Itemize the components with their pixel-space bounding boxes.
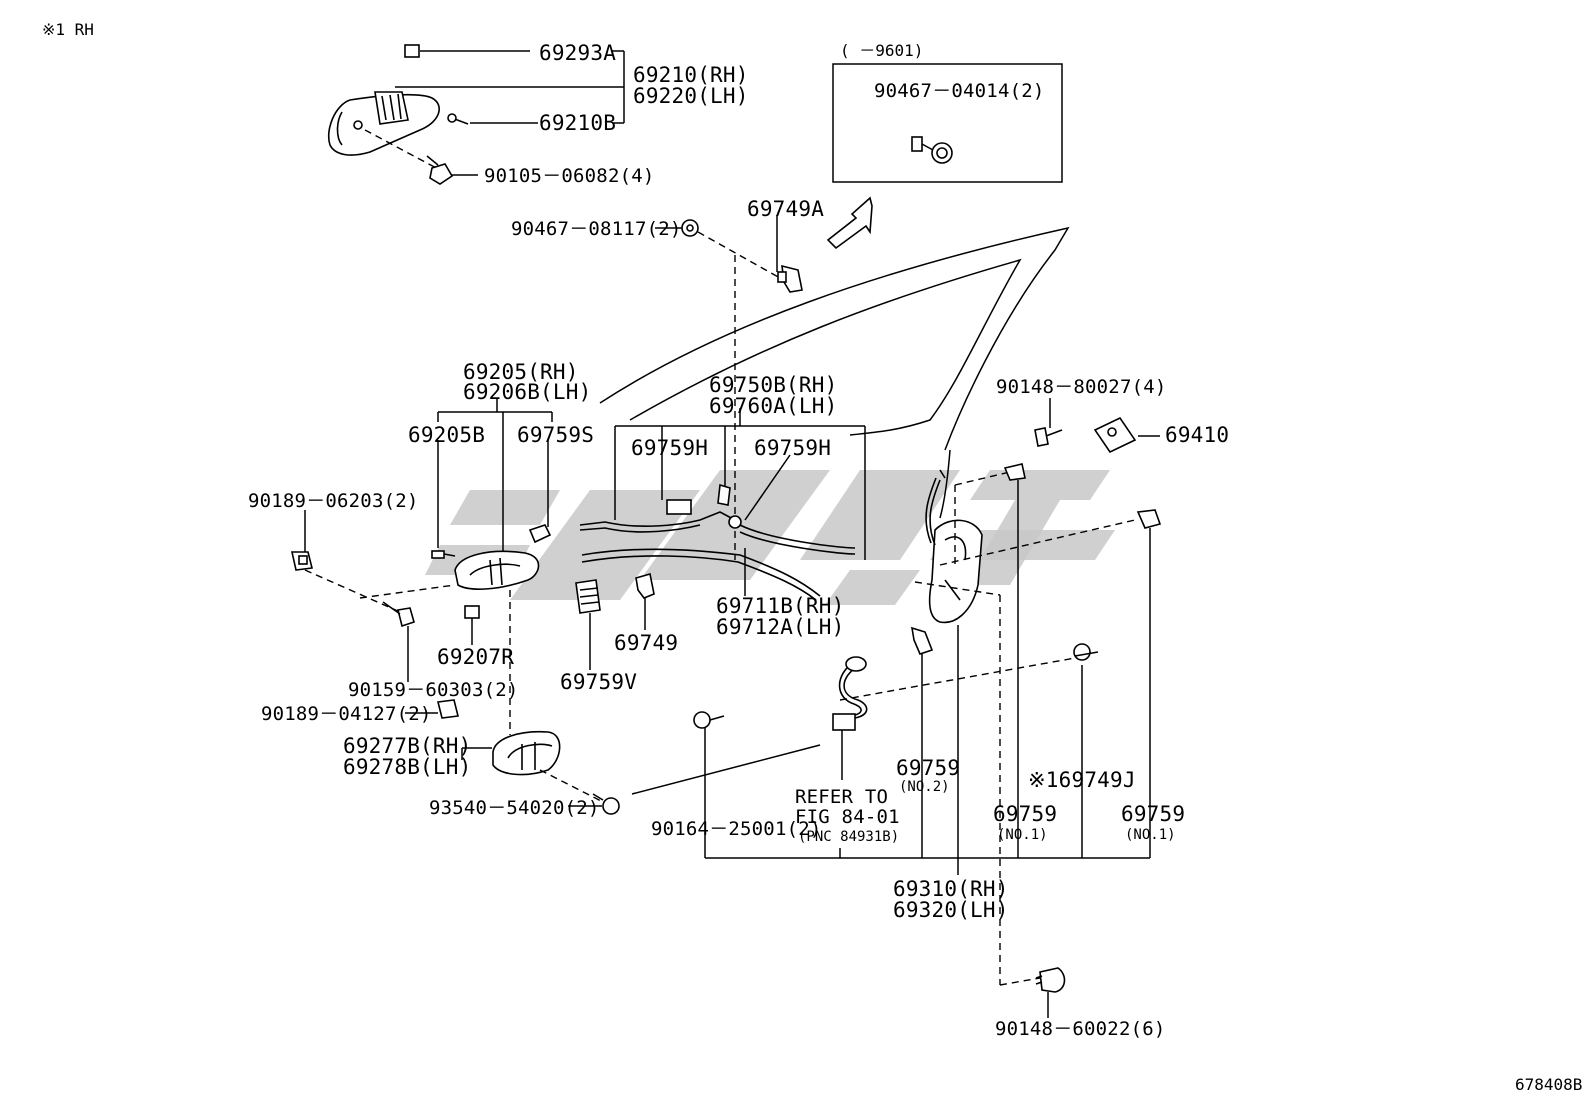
door-lock-icon xyxy=(925,469,983,624)
callout-69712A[interactable]: 69712A(LH) xyxy=(716,615,845,639)
screw-icon xyxy=(693,711,725,729)
refer-line-1: REFER TO xyxy=(795,786,889,808)
callout-90159-60303[interactable]: 90159－60303(2) xyxy=(348,679,519,701)
watermark-logo xyxy=(425,470,1115,605)
callout-69759-no1b-sub: (NO.1) xyxy=(1125,827,1176,843)
nut-icon xyxy=(681,219,699,237)
callout-90105-06082[interactable]: 90105－06082(4) xyxy=(484,165,655,187)
callout-69749[interactable]: 69749 xyxy=(614,631,679,655)
clip-icon xyxy=(1003,463,1026,481)
inside-handle-icon xyxy=(454,550,540,590)
callout-69759H-2[interactable]: 69759H xyxy=(754,436,832,460)
callout-69759-no1a-sub: (NO.1) xyxy=(997,827,1048,843)
callout-69320[interactable]: 69320(LH) xyxy=(893,898,1009,922)
figure-id: 678408B xyxy=(1515,1075,1583,1094)
callout-90148-80027[interactable]: 90148－80027(4) xyxy=(996,376,1167,398)
callout-69206B[interactable]: 69206B(LH) xyxy=(463,380,592,404)
clip-icon xyxy=(635,572,655,599)
connector-icon xyxy=(575,579,601,614)
inset-clip-icon xyxy=(911,136,953,164)
clip-icon xyxy=(528,524,552,544)
callout-90189-06203[interactable]: 90189－06203(2) xyxy=(248,490,419,512)
screw-icon xyxy=(1034,427,1063,447)
callout-69759-no2-sub: (NO.2) xyxy=(899,779,950,795)
screw-icon xyxy=(1035,967,1066,993)
callout-69759H-1[interactable]: 69759H xyxy=(631,436,709,460)
clip-icon xyxy=(1073,643,1099,661)
striker-icon xyxy=(1093,416,1137,454)
callout-90148-60022[interactable]: 90148－60022(6) xyxy=(995,1018,1166,1040)
direction-arrow-icon xyxy=(826,196,873,250)
callout-69277B[interactable]: 69277B(RH) xyxy=(343,734,472,758)
callout-69759-no1b[interactable]: 69759 xyxy=(1121,802,1186,826)
screw-icon xyxy=(431,550,456,559)
callout-69310[interactable]: 69310(RH) xyxy=(893,877,1009,901)
screw-icon xyxy=(382,601,415,628)
callout-93540-54020[interactable]: 93540－54020(2) xyxy=(429,797,600,819)
callout-69207R[interactable]: 69207R xyxy=(437,645,515,669)
clip-icon xyxy=(1136,509,1162,529)
callout-69759V[interactable]: 69759V xyxy=(560,670,638,694)
handle-bezel-icon xyxy=(492,730,561,776)
refer-figure-link[interactable]: FIG 84-01 xyxy=(795,806,900,828)
inset-range-label: ( －9601) xyxy=(840,41,924,60)
callout-69210[interactable]: 69210(RH) xyxy=(633,63,749,87)
rh-note: ※1 RH xyxy=(42,20,94,39)
callout-69293A[interactable]: 69293A xyxy=(539,41,617,65)
clip-icon xyxy=(437,699,459,719)
callout-69749J[interactable]: ※169749J xyxy=(1028,768,1136,792)
callout-69749A[interactable]: 69749A xyxy=(747,197,825,221)
callout-90164-25001[interactable]: 90164－25001(2) xyxy=(651,818,822,840)
wire-harness-icon xyxy=(832,656,868,731)
refer-line-3: (PNC 84931B) xyxy=(798,829,900,845)
callout-69750B[interactable]: 69750B(RH) xyxy=(709,373,838,397)
callout-69410[interactable]: 69410 xyxy=(1165,423,1230,447)
callout-90467-08117[interactable]: 90467－08117(2) xyxy=(511,218,682,240)
callout-69711B[interactable]: 69711B(RH) xyxy=(716,594,845,618)
outside-handle-icon xyxy=(328,44,469,156)
callout-69759-no1a[interactable]: 69759 xyxy=(993,802,1058,826)
lock-rod xyxy=(579,511,736,527)
rod-clip-icon xyxy=(666,499,692,515)
callout-69205[interactable]: 69205(RH) xyxy=(463,360,579,384)
callout-69278B[interactable]: 69278B(LH) xyxy=(343,755,472,779)
inset-part-label: 90467－04014(2) xyxy=(874,80,1045,102)
clip-icon xyxy=(777,264,803,293)
clip-icon xyxy=(910,626,934,655)
callout-69760A[interactable]: 69760A(LH) xyxy=(709,394,838,418)
screw-icon xyxy=(592,793,620,815)
callout-69759-no2[interactable]: 69759 xyxy=(896,756,961,780)
nut-clip-icon xyxy=(291,551,313,571)
bolt-icon xyxy=(426,155,454,185)
pad-icon xyxy=(464,605,480,619)
callout-69210B[interactable]: 69210B xyxy=(539,111,617,135)
link-rod xyxy=(581,548,821,597)
callout-69220[interactable]: 69220(LH) xyxy=(633,84,749,108)
callout-90189-04127[interactable]: 90189－04127(2) xyxy=(261,703,432,725)
inset-box xyxy=(832,63,1063,183)
callout-69759S[interactable]: 69759S xyxy=(517,423,595,447)
callout-69205B[interactable]: 69205B xyxy=(408,423,486,447)
door-frame xyxy=(599,226,1070,451)
